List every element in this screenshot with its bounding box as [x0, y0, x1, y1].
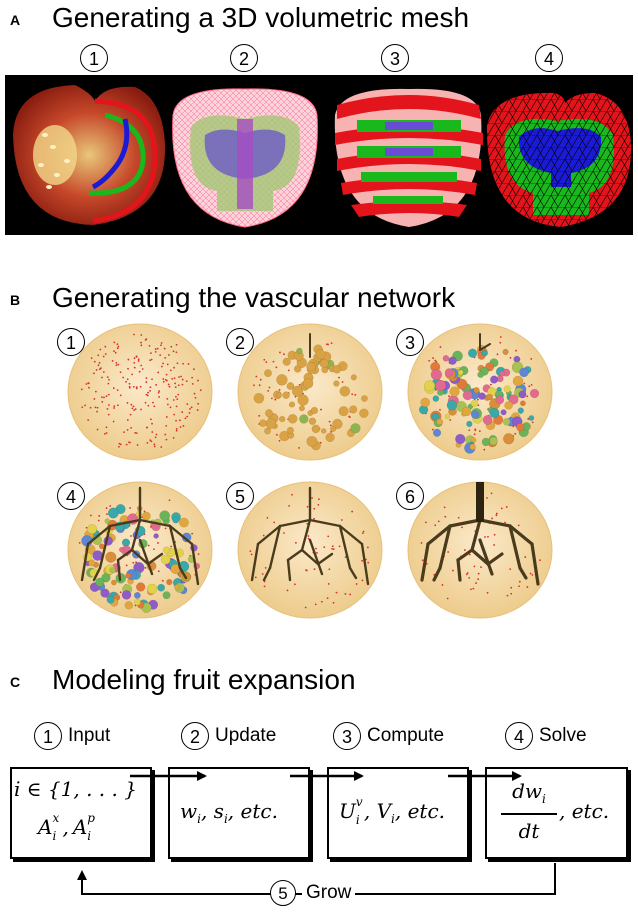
input-index-set: i ∈ {1, . . . } [14, 777, 137, 801]
mesh-step-2-number: 2 [230, 44, 258, 72]
vascular-fruit-6 [407, 481, 553, 619]
vascular-fruit-1 [67, 323, 213, 461]
vascular-step-4-number: 4 [57, 482, 85, 510]
mesh-wireframe [172, 88, 318, 228]
fraction-bar [501, 813, 557, 815]
vascular-fruit-5 [237, 481, 383, 619]
stage-input-number: 1 [34, 722, 62, 750]
mesh-step-1-number: 1 [80, 44, 108, 72]
vascular-step-2-number: 2 [226, 328, 254, 356]
vascular-fruit-3 [407, 323, 553, 461]
update-box: wi, si, etc. [168, 767, 310, 859]
solve-box: dwi dt , etc. [485, 767, 628, 859]
panel-c-title: Modeling fruit expansion [52, 664, 356, 695]
panel-a-letter: A [10, 12, 21, 28]
stage-solve-number: 4 [505, 722, 533, 750]
panel-b-letter: B [10, 292, 21, 308]
vascular-step-1-number: 1 [57, 328, 85, 356]
stage-update-number: 2 [181, 722, 209, 750]
stage-update-label: Update [215, 725, 277, 746]
solve-denominator: dt [518, 819, 540, 843]
vascular-network-images [67, 323, 553, 619]
solve-numerator: dwi [512, 779, 546, 806]
panel-a-title: Generating a 3D volumetric mesh [52, 2, 470, 33]
solve-etc: , etc. [559, 799, 610, 823]
vascular-step-6-number: 6 [396, 482, 424, 510]
stage-compute-label: Compute [367, 725, 445, 746]
stage-solve-label: Solve [539, 725, 587, 746]
mesh-image-strip [5, 75, 633, 235]
panel-c-letter: C [10, 674, 21, 690]
panel-b-title: Generating the vascular network [52, 282, 456, 313]
stage-compute-number: 3 [333, 722, 361, 750]
mesh-triangulated-section [486, 92, 632, 227]
mesh-layered-slices [334, 88, 483, 227]
vascular-step-3-number: 3 [396, 328, 424, 356]
mesh-step-4-number: 4 [535, 44, 563, 72]
update-vars: wi, si, etc. [180, 799, 278, 826]
mesh-step-3-number: 3 [381, 44, 409, 72]
vascular-fruit-4 [67, 481, 213, 619]
stage-input-label: Input [68, 725, 111, 746]
tomato-cut-photo [13, 85, 166, 225]
grow-number: 5 [270, 880, 296, 906]
vascular-fruit-2 [237, 323, 383, 461]
grow-label: Grow [302, 882, 356, 904]
vascular-step-5-number: 5 [226, 482, 254, 510]
